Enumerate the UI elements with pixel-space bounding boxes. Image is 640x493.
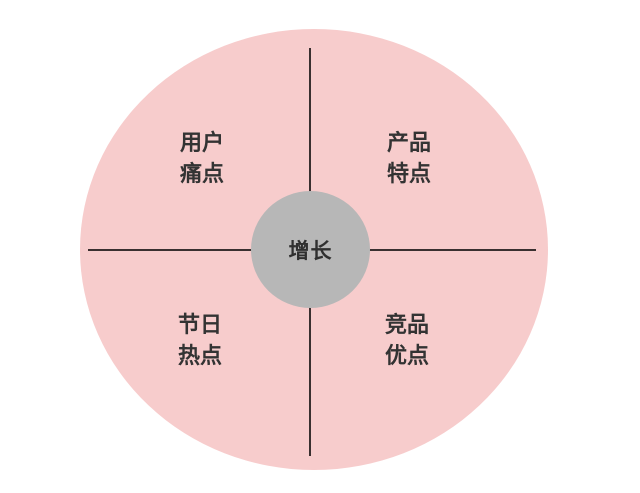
quadrant-user-pain-points: 用户 痛点 [157, 128, 247, 190]
center-circle: 增长 [251, 191, 370, 308]
quadrant-label-line: 热点 [177, 344, 222, 369]
quadrant-holiday-hotspots: 节日 热点 [155, 310, 245, 372]
quadrant-label-line: 用户 [179, 131, 224, 156]
quadrant-product-features: 产品 特点 [364, 128, 454, 190]
quadrant-label-line: 特点 [386, 162, 431, 187]
quadrant-competitor-strengths: 竞品 优点 [362, 310, 452, 372]
quadrant-label-line: 优点 [384, 344, 429, 369]
quadrant-label-line: 痛点 [179, 162, 224, 187]
center-label: 增长 [288, 238, 333, 263]
quadrant-label-line: 竞品 [384, 313, 429, 338]
quadrant-label-line: 节日 [177, 313, 222, 338]
quadrant-label-line: 产品 [386, 131, 431, 156]
